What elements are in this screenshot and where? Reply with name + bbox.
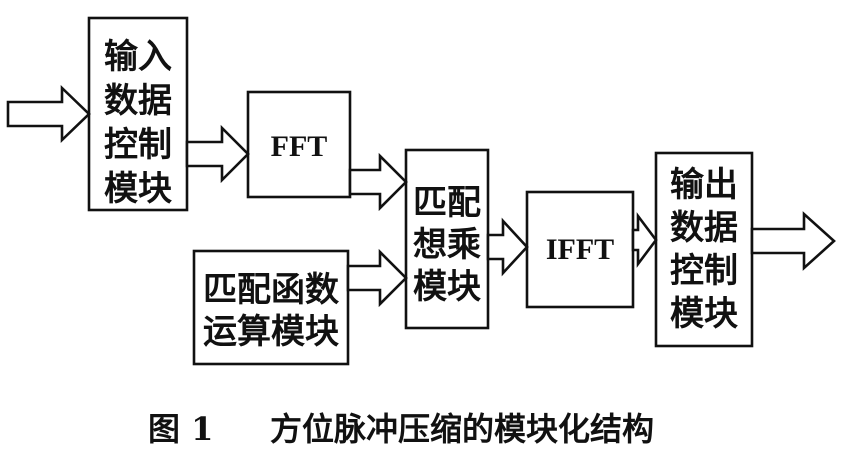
output-control-box [654,151,754,348]
ifft-box [525,190,635,309]
fft-box [246,90,352,199]
matched-function-line-2: 运算模块 [203,312,339,352]
output-control-line-1: 输出 [670,165,738,205]
input-control-line-1: 输入 [104,37,172,77]
fft-label: FFT [271,130,328,163]
input-control-box [87,16,189,212]
input-arrow [6,84,91,144]
figure-number: 图 1 [148,410,213,448]
matched-multiply-line-1: 匹配 [413,183,481,223]
to-fft-arrow [185,124,250,184]
output-control-label: 输出 数据 控制 模块 [670,165,738,334]
matched-multiply-line-3: 模块 [413,267,481,307]
multiply-to-ifft-arrow [486,217,529,277]
output-control-line-2: 数据 [670,208,738,248]
figure-caption: 方位脉冲压缩的模块化结构 [270,410,654,448]
output-arrow [750,211,836,271]
matched-function-label: 匹配函数 运算模块 [203,270,339,352]
output-control-line-4: 模块 [670,294,738,334]
matched-multiply-box [404,148,490,330]
input-control-label: 输入 数据 控制 模块 [104,37,172,209]
ifft-label: IFFT [546,233,614,266]
matched-multiply-line-2: 想乘 [413,225,481,265]
fft-to-multiply-arrow [348,152,408,212]
output-control-line-3: 控制 [670,251,738,291]
matched-function-box [192,249,350,366]
matched-multiply-label: 匹配 想乘 模块 [413,183,481,307]
input-control-line-3: 控制 [104,125,172,165]
input-control-line-2: 数据 [104,81,172,121]
matched-function-line-1: 匹配函数 [203,270,339,310]
ifft-to-output-arrow-body [631,212,658,268]
function-to-multiply-arrow [346,248,408,308]
input-control-line-4: 模块 [104,169,172,209]
